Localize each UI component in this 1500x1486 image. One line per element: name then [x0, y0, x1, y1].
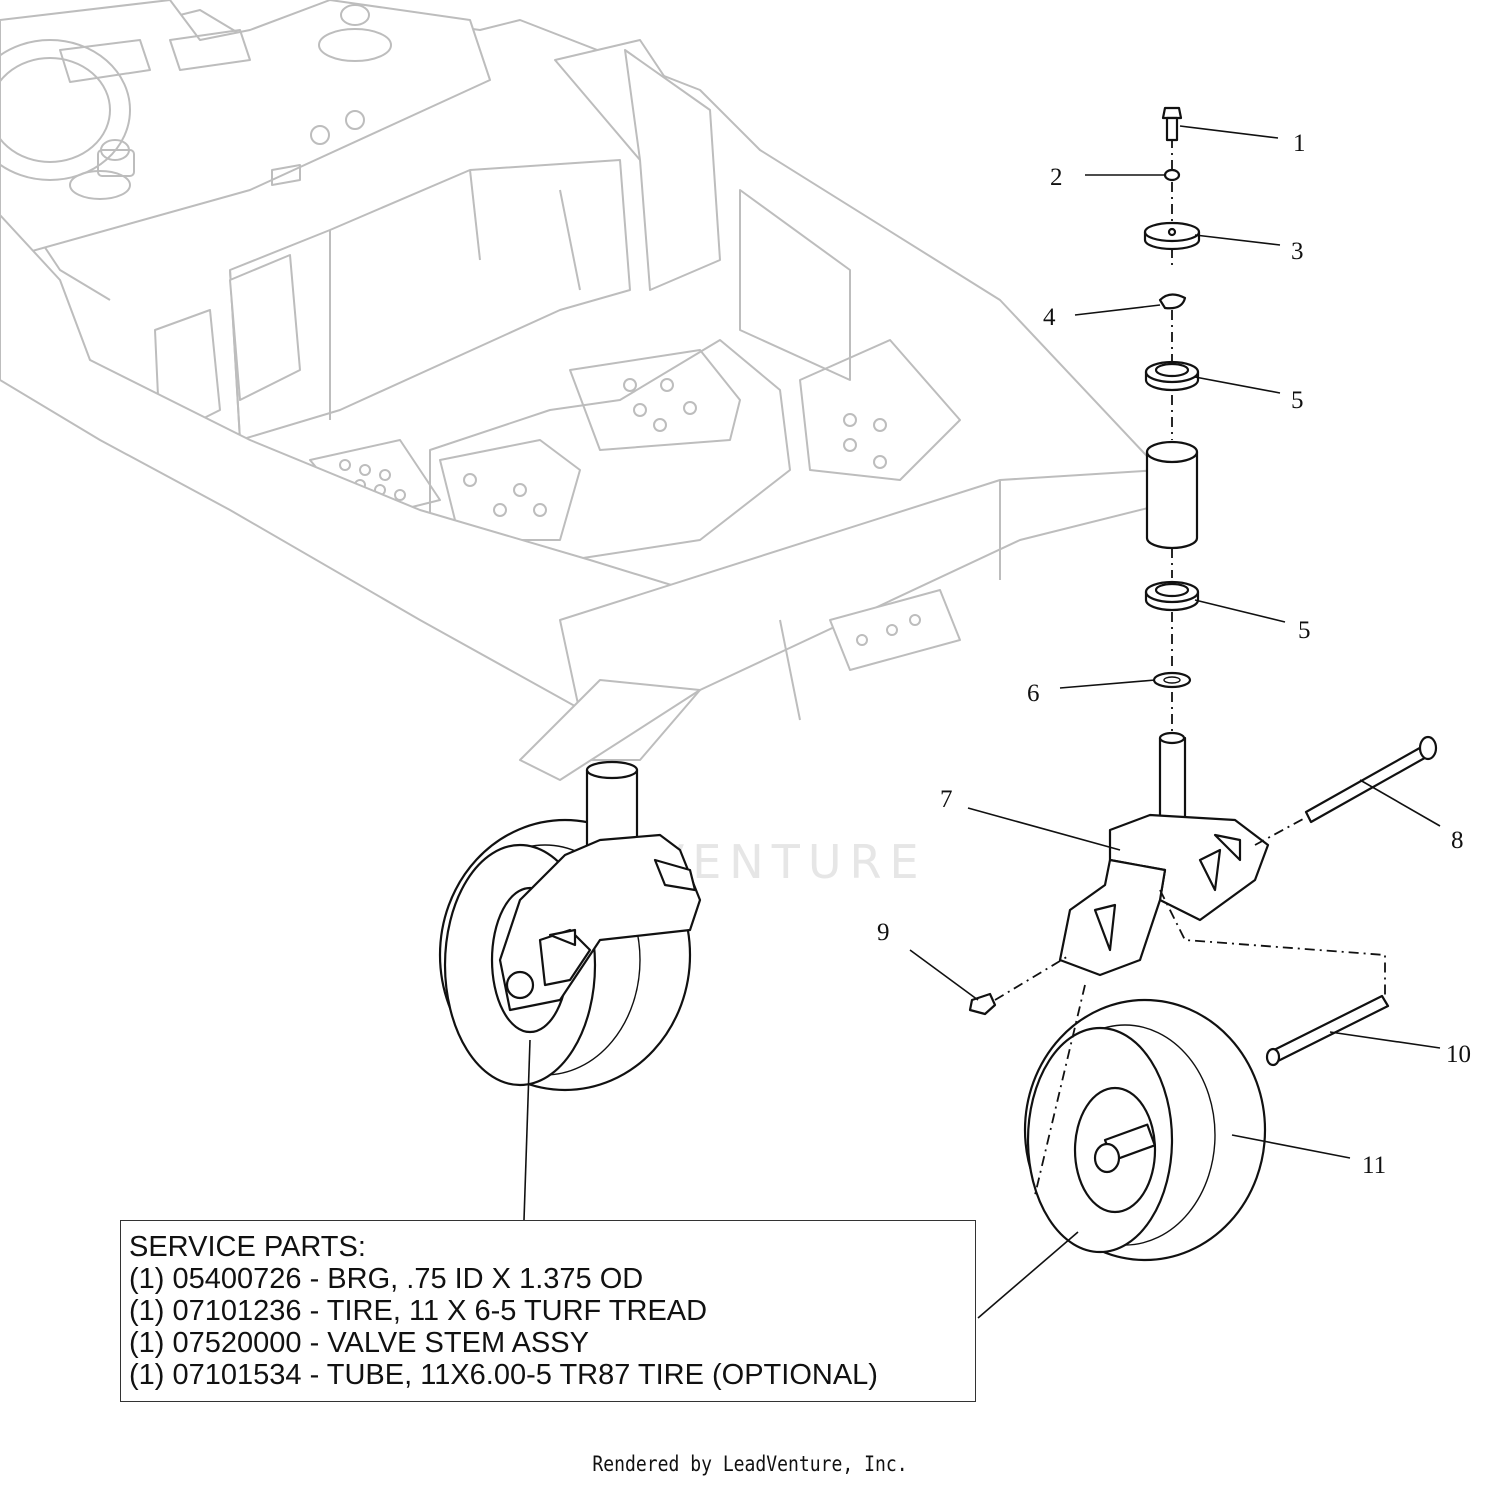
callout-9: 9: [877, 919, 890, 946]
callout-labels: 1 2 3 4 5 5 6 7 8 9 10 11: [877, 130, 1471, 1179]
callout-10: 10: [1446, 1041, 1471, 1068]
callout-7: 7: [940, 786, 953, 813]
callout-6: 6: [1027, 680, 1040, 707]
callout-2: 2: [1050, 164, 1063, 191]
service-parts-box: SERVICE PARTS: (1) 05400726 - BRG, .75 I…: [120, 1220, 976, 1402]
part-10-spacer: [1265, 994, 1390, 1067]
part-2-washer: [1163, 168, 1181, 182]
part-7-fork: [1058, 731, 1270, 977]
part-1-bolt: [1161, 106, 1183, 120]
leader-lines: [523, 125, 1441, 1319]
callout-3: 3: [1291, 238, 1304, 265]
service-parts-heading: SERVICE PARTS:: [129, 1231, 366, 1263]
callout-8: 8: [1451, 827, 1464, 854]
part-8-bolt: [1304, 735, 1438, 824]
callout-11: 11: [1362, 1152, 1386, 1179]
part-3-cap: [1143, 221, 1201, 251]
left-wheel-assembly: [438, 760, 702, 1092]
callout-5-top: 5: [1291, 387, 1304, 414]
mower-frame: [0, 0, 1181, 781]
footer-credit: Rendered by LeadVenture, Inc.: [592, 1452, 908, 1476]
callout-4: 4: [1043, 304, 1056, 331]
part-5-bearing-top: [1144, 360, 1200, 392]
service-part-line-2: (1) 07101236 - TIRE, 11 X 6-5 TURF TREAD: [129, 1295, 708, 1327]
callout-5-bottom: 5: [1298, 617, 1311, 644]
callout-1: 1: [1293, 130, 1306, 157]
service-part-line-4: (1) 07101534 - TUBE, 11X6.00-5 TR87 TIRE…: [129, 1359, 878, 1391]
part-5-bearing-bottom: [1144, 580, 1200, 612]
exploded-parts: [968, 106, 1438, 1262]
service-part-line-1: (1) 05400726 - BRG, .75 ID X 1.375 OD: [129, 1263, 644, 1295]
pivot-tube: [1145, 440, 1199, 550]
part-11-wheel: [1023, 998, 1267, 1262]
service-part-line-3: (1) 07520000 - VALVE STEM ASSY: [129, 1327, 589, 1359]
part-6-washer: [1152, 671, 1192, 689]
part-4-ring: [1158, 293, 1187, 310]
